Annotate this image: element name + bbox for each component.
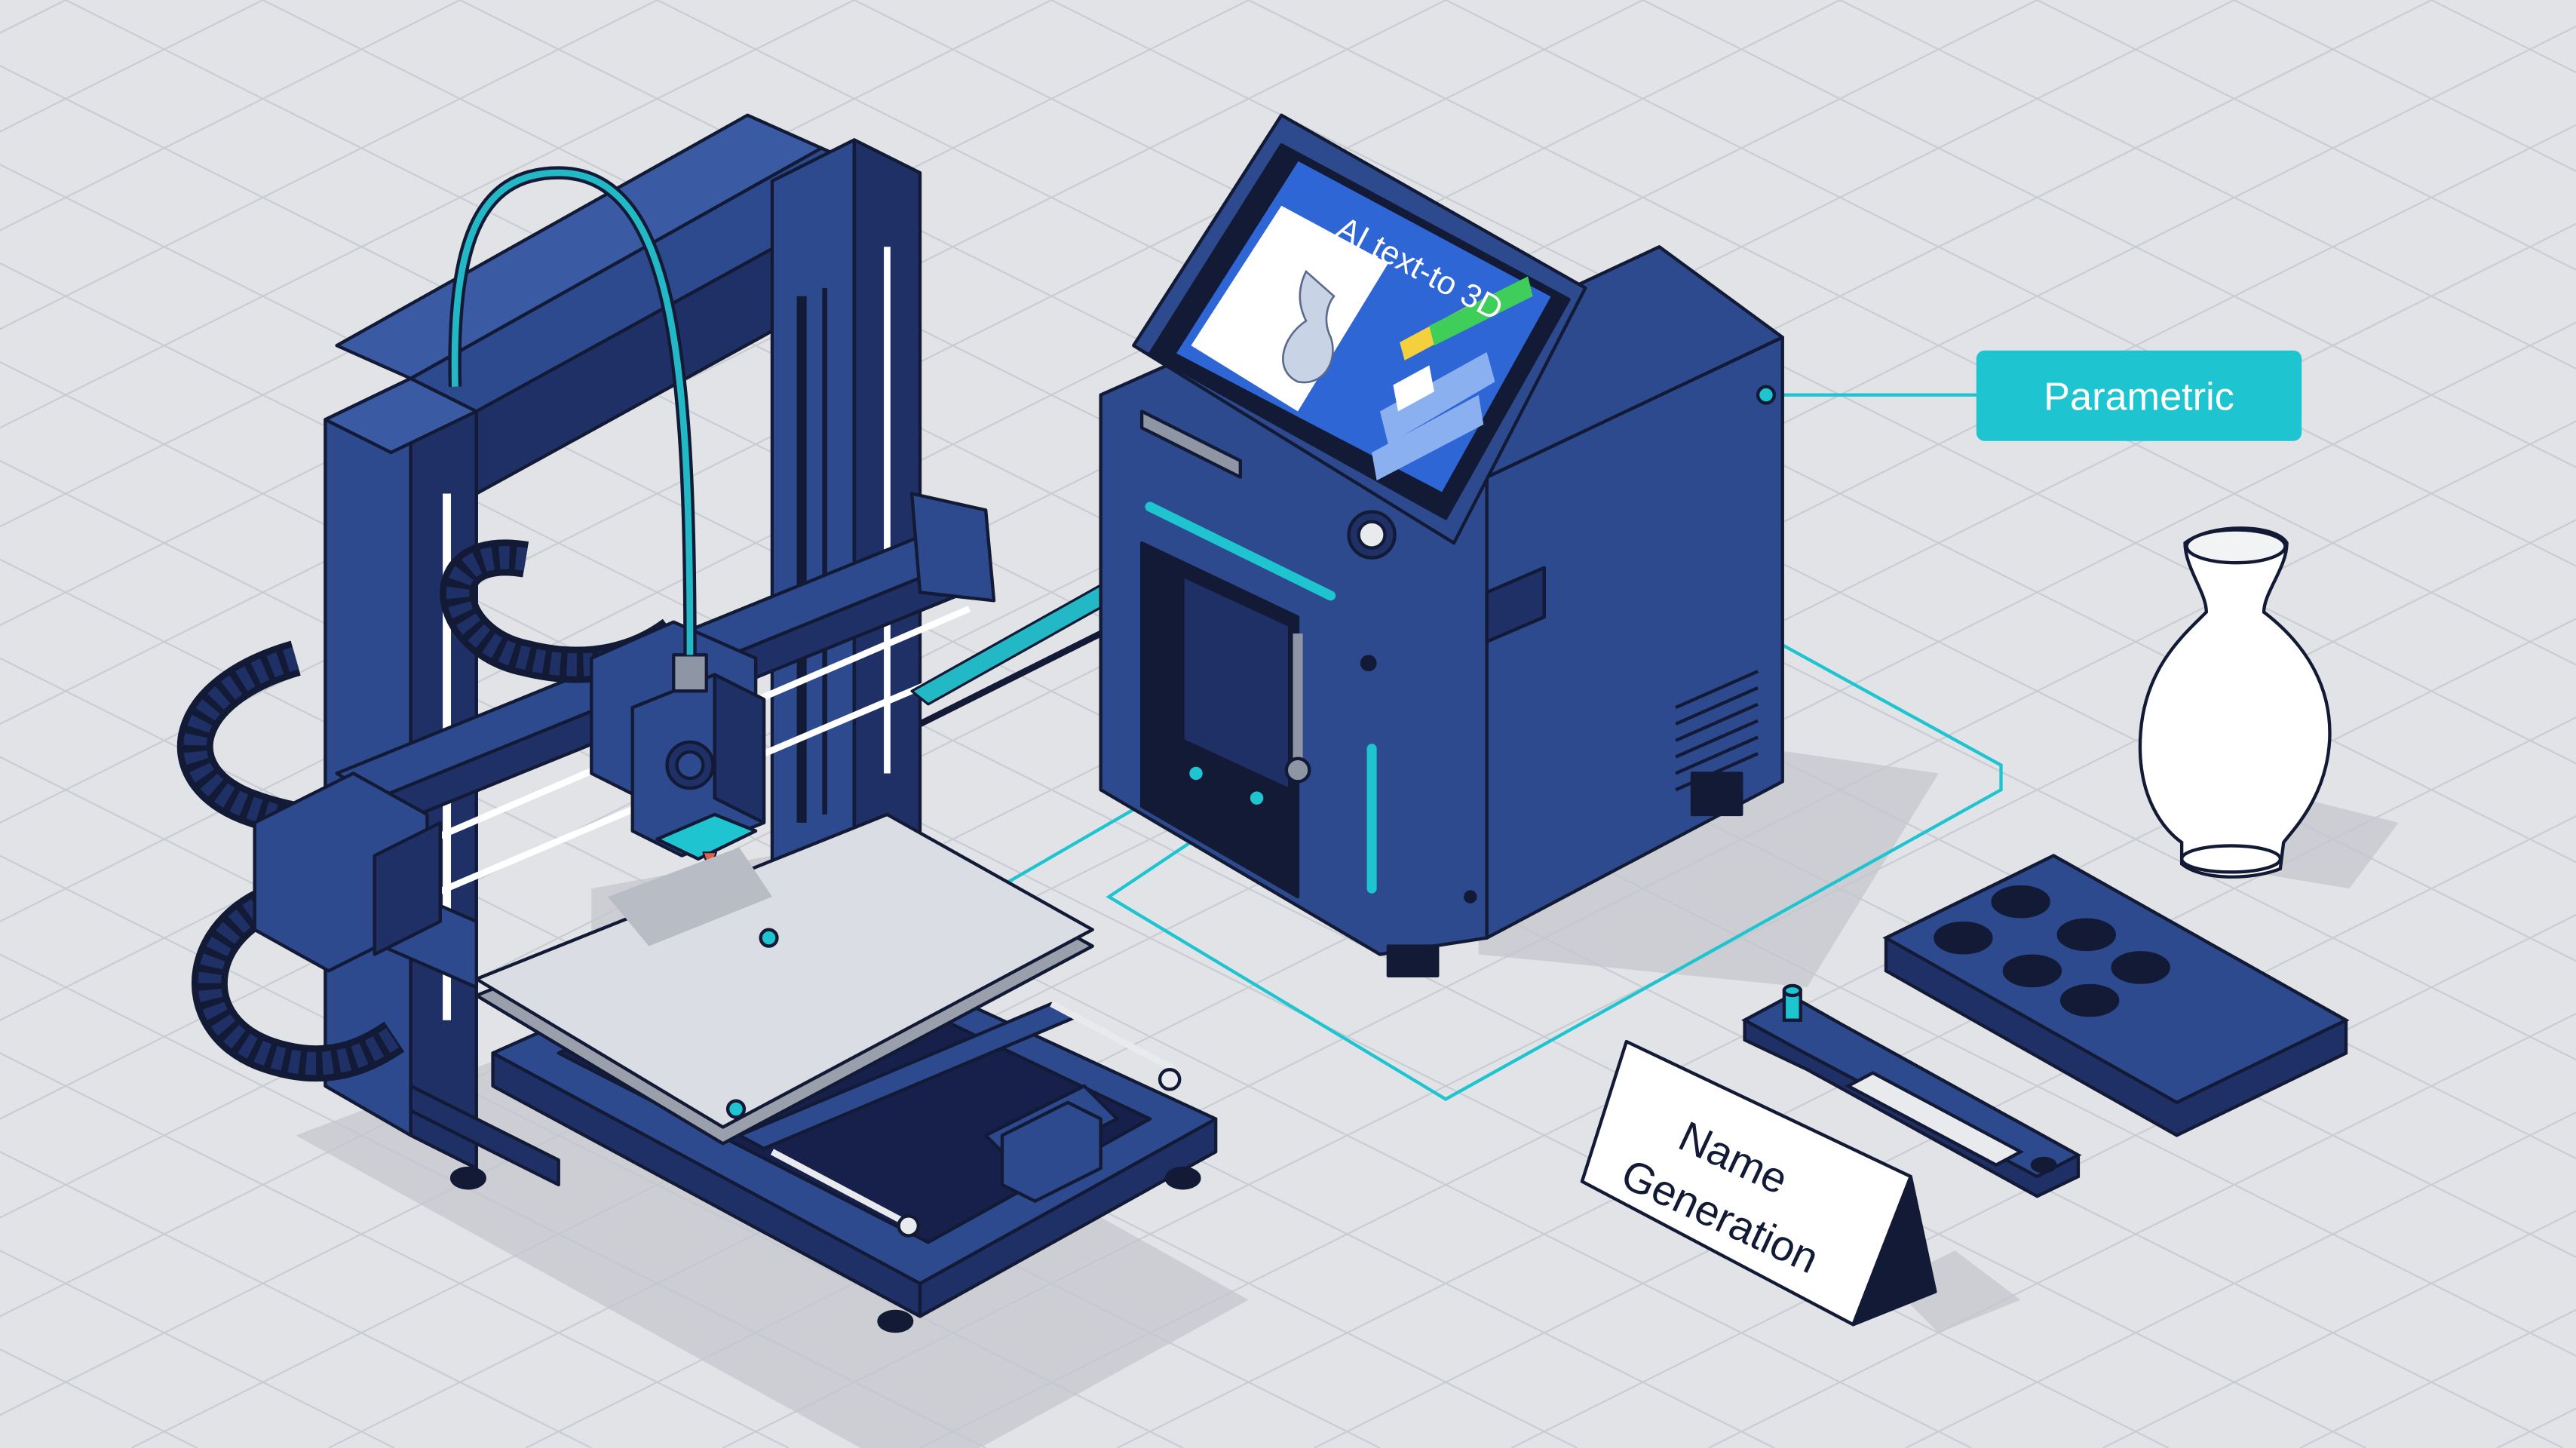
bracket-part [1741,983,2082,1198]
vase-model [2138,526,2332,879]
ai-machine [1099,113,1784,977]
parametric-label-text: Parametric [2044,375,2234,419]
peg-board [1882,854,2350,1137]
3d-printer [176,113,1218,1333]
display-screen: AI text-to 3D [1173,158,1554,495]
parametric-label: Parametric [1976,350,2302,441]
